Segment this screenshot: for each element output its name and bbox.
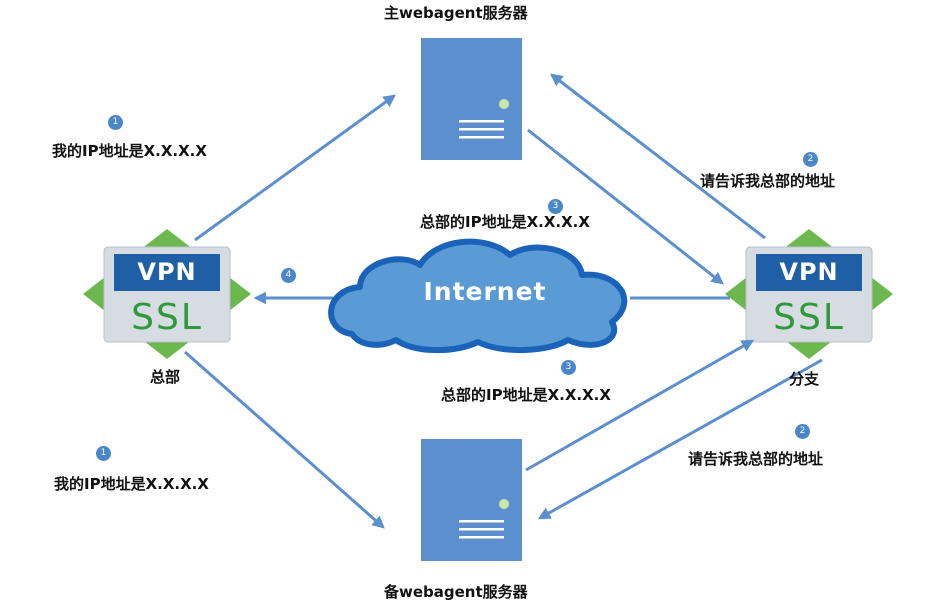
backup-server-icon xyxy=(421,439,522,561)
branch-to-primary-arrow xyxy=(549,73,766,240)
primary-server-icon xyxy=(421,38,522,160)
step-3-badge-top: 3 xyxy=(548,199,563,214)
branch-ssl-badge: SSL xyxy=(773,297,845,338)
internet-cloud-icon xyxy=(328,238,628,353)
hq-vpn-badge: VPN xyxy=(137,258,197,286)
backup-to-branch-arrow xyxy=(525,339,755,472)
branch-label: 分支 xyxy=(789,370,820,388)
primary-server-label: 主webagent服务器 xyxy=(384,4,528,22)
internet-label: Internet xyxy=(423,277,547,306)
step-1-badge-bottom: 1 xyxy=(96,446,111,461)
hq-vpn-ssl-icon xyxy=(83,229,251,359)
step-1-badge-top: 1 xyxy=(108,115,123,130)
step-2-badge-top: 2 xyxy=(803,152,818,167)
hq-to-backup-message: 我的IP地址是X.X.X.X xyxy=(54,475,209,493)
primary-to-branch-arrow xyxy=(527,128,724,285)
hq-to-primary-message: 我的IP地址是X.X.X.X xyxy=(52,142,207,160)
hq-to-backup-arrow xyxy=(184,350,385,529)
hq-to-primary-arrow xyxy=(194,94,397,242)
primary-to-branch-message: 总部的IP地址是X.X.X.X xyxy=(420,213,590,231)
step-4-badge: 4 xyxy=(281,268,296,283)
branch-to-primary-message: 请告诉我总部的地址 xyxy=(700,172,836,190)
backup-to-branch-message: 总部的IP地址是X.X.X.X xyxy=(441,386,611,404)
backup-server-label: 备webagent服务器 xyxy=(384,583,528,601)
branch-vpn-badge: VPN xyxy=(779,258,839,286)
hq-ssl-badge: SSL xyxy=(131,297,203,338)
branch-to-backup-message: 请告诉我总部的地址 xyxy=(688,450,824,468)
branch-to-backup-arrow xyxy=(537,358,823,520)
step-2-badge-bottom: 2 xyxy=(795,424,810,439)
branch-vpn-ssl-icon xyxy=(725,229,893,359)
hq-label: 总部 xyxy=(150,368,181,386)
step-3-badge-bottom: 3 xyxy=(561,360,576,375)
